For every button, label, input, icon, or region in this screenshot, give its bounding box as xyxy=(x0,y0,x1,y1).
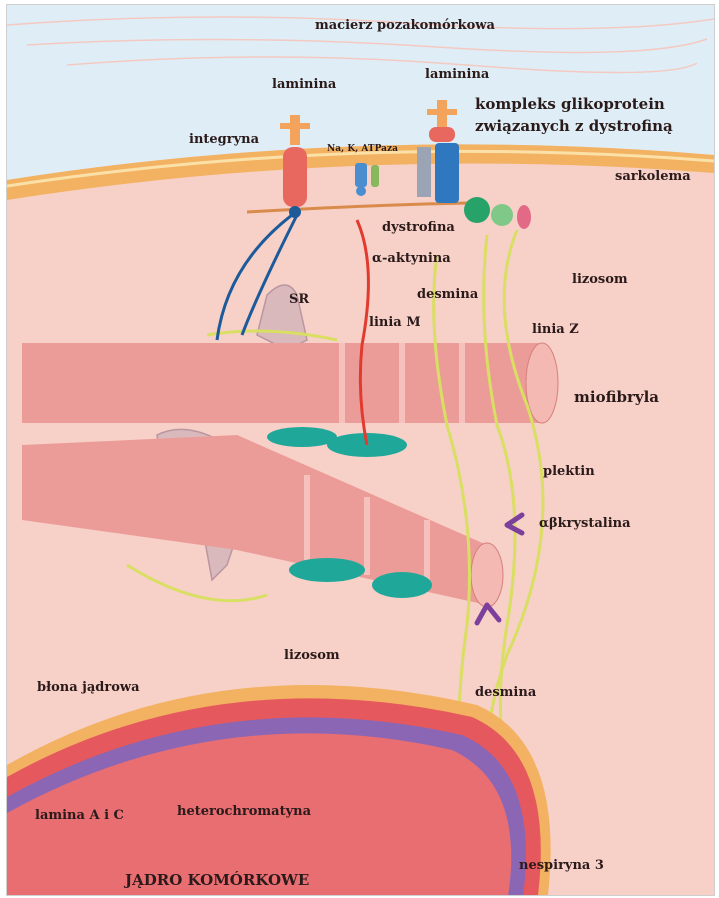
label-integrin: integryna xyxy=(189,133,259,147)
label-nucleus: JĄDRO KOMÓRKOWE xyxy=(125,872,309,889)
label-dystrophin: dystrofina xyxy=(382,221,455,235)
label-lamin: lamina A i C xyxy=(35,809,124,823)
label-desmin-top: desmina xyxy=(417,288,478,302)
dystrophin-line xyxy=(247,203,467,212)
label-atpase: Na, K, ATPaza xyxy=(327,145,398,155)
label-plectin: plektin xyxy=(543,465,595,479)
label-heterochromatin: heterochromatyna xyxy=(177,805,311,819)
label-nuclear-membrane: błona jądrowa xyxy=(37,681,140,695)
myofibril-upper xyxy=(22,343,558,423)
muscle-cell-diagram xyxy=(7,5,714,895)
label-lysosome-top: lizosom xyxy=(572,273,628,287)
na-k-atpase xyxy=(355,163,379,196)
label-sr: SR xyxy=(289,293,309,307)
label-sarcolemma: sarkolema xyxy=(615,170,691,184)
label-lysosome-bottom: lizosom xyxy=(284,649,340,663)
myofibril-lower xyxy=(22,435,503,607)
label-myofibril: miofibryla xyxy=(574,389,659,406)
label-dgc-line2: związanych z dystrofiną xyxy=(475,118,673,135)
label-m-line: linia M xyxy=(369,316,421,330)
label-ab-crystallin: αβkrystalina xyxy=(539,517,631,531)
label-extracellular-matrix: macierz pozakomórkowa xyxy=(315,19,495,33)
label-desmin-bottom: desmina xyxy=(475,686,536,700)
label-nesprin: nespiryna 3 xyxy=(519,859,604,873)
label-dgc-line1: kompleks glikoprotein xyxy=(475,96,665,113)
label-z-line: linia Z xyxy=(532,323,579,337)
diagram-frame: macierz pozakomórkowa laminina laminina … xyxy=(6,4,715,896)
label-alpha-actinin: α-aktynina xyxy=(372,252,451,266)
label-laminin-left: laminina xyxy=(272,78,336,92)
label-laminin-right: laminina xyxy=(425,68,489,82)
nucleus xyxy=(7,685,551,895)
